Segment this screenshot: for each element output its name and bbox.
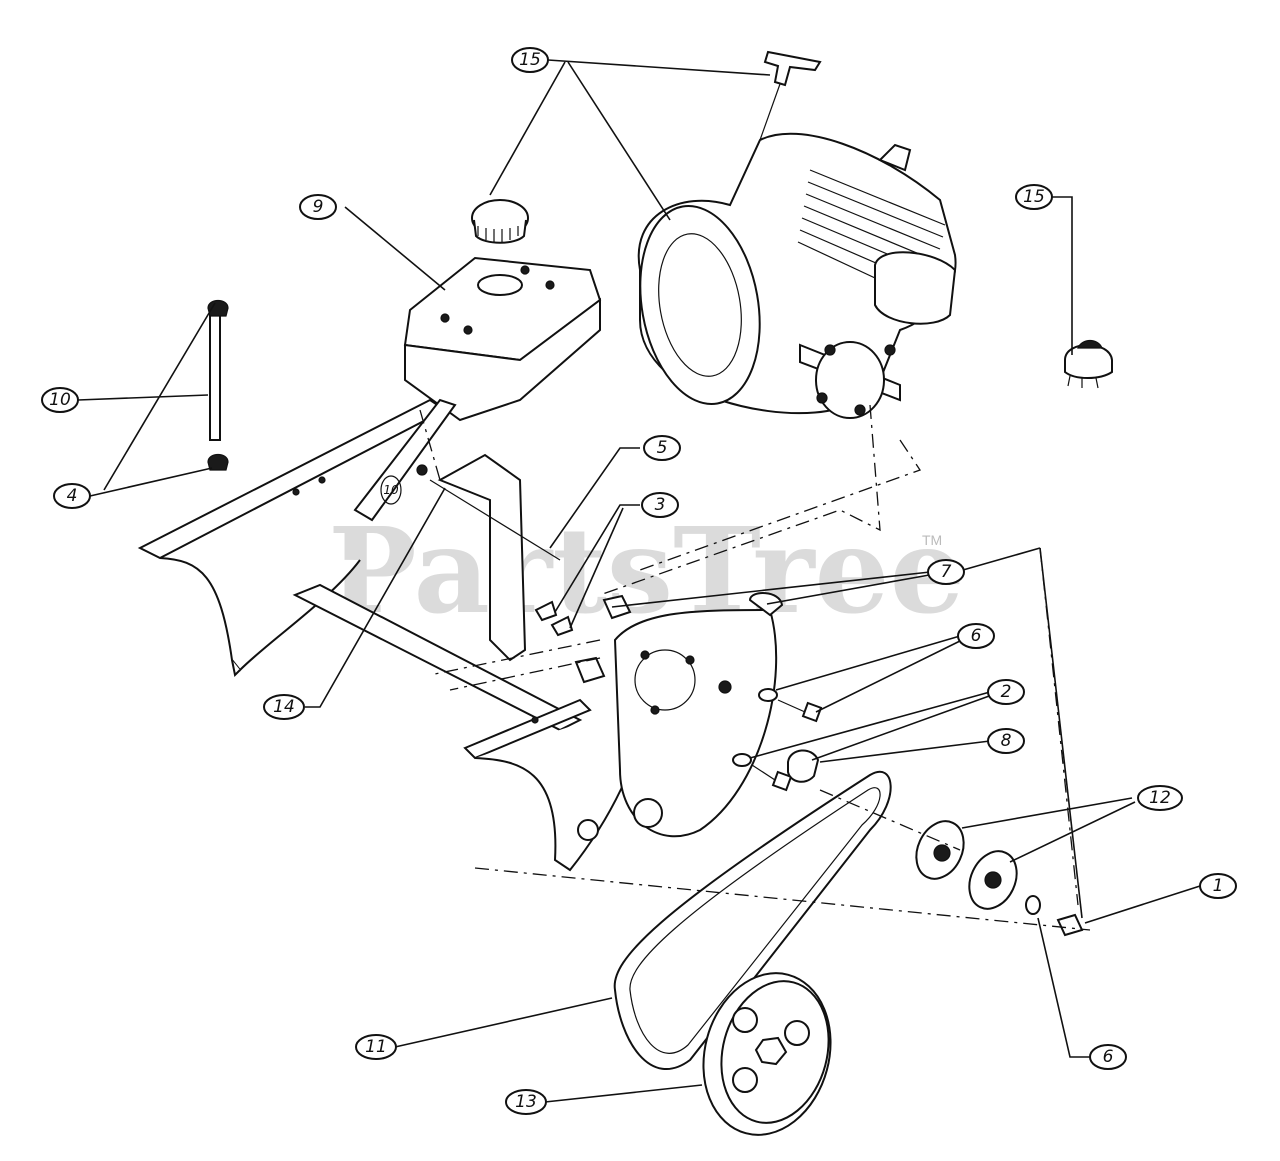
svg-text:15: 15 [519,50,541,70]
callout-2[interactable]: 2 [987,679,1025,705]
callout-5[interactable]: 5 [643,435,681,461]
svg-text:2: 2 [1001,682,1012,702]
callout-12[interactable]: 12 [1137,785,1183,811]
primer-bulb[interactable] [1064,339,1113,389]
svg-text:3: 3 [655,495,666,515]
callout-15-right[interactable]: 15 [1015,184,1053,210]
callout-14[interactable]: 14 [263,694,305,720]
svg-text:4: 4 [67,486,78,506]
fuel-cap[interactable] [471,199,529,244]
svg-text:8: 8 [1001,731,1012,751]
starter-handle[interactable] [759,50,822,141]
callout-10[interactable]: 10 [41,387,79,413]
pulley-halves[interactable] [907,814,1084,937]
callout-8[interactable]: 8 [987,728,1025,754]
leader-lines [77,59,1201,1103]
callout-11[interactable]: 11 [355,1034,397,1060]
svg-text:5: 5 [657,438,668,458]
svg-text:9: 9 [313,197,324,217]
callout-7[interactable]: 7 [927,559,965,585]
callout-3[interactable]: 3 [641,492,679,518]
spacers[interactable] [574,592,784,684]
screws[interactable] [534,600,574,637]
drive-pulley[interactable] [686,959,848,1150]
callout-4[interactable]: 4 [53,483,91,509]
svg-text:10: 10 [49,390,71,410]
callout-1[interactable]: 1 [1199,873,1237,899]
svg-text:10: 10 [383,483,399,497]
callout-10-small: 10 [380,475,402,505]
svg-text:14: 14 [273,697,295,717]
v-belt[interactable] [613,770,892,1070]
svg-text:1: 1 [1213,876,1224,896]
watermark-trademark: TM [922,532,942,548]
svg-text:11: 11 [365,1037,387,1057]
fuel-line[interactable] [207,299,229,471]
callout-6-upper[interactable]: 6 [957,623,995,649]
svg-text:13: 13 [515,1092,537,1112]
throttle-bracket[interactable] [416,453,561,662]
watermark: PartsTree [328,501,965,640]
svg-text:6: 6 [1103,1047,1114,1067]
callout-6-lower[interactable]: 6 [1089,1044,1127,1070]
fuel-tank[interactable] [403,256,602,422]
washers-bolts[interactable] [732,688,823,792]
frame[interactable] [137,398,778,872]
callout-15-top[interactable]: 15 [511,47,549,73]
callout-9[interactable]: 9 [299,194,337,220]
callout-13[interactable]: 13 [505,1089,547,1115]
svg-text:12: 12 [1149,788,1171,808]
svg-text:7: 7 [941,562,952,582]
svg-text:6: 6 [971,626,982,646]
svg-text:15: 15 [1023,187,1045,207]
engine[interactable] [626,132,957,419]
